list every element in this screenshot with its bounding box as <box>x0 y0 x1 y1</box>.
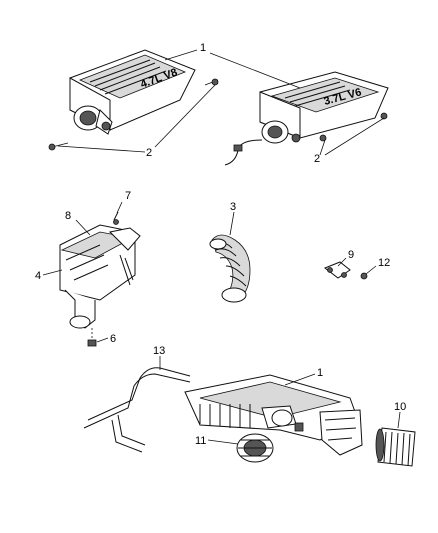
sensor-wire <box>224 139 263 166</box>
leader-3 <box>229 211 235 236</box>
hose-3 <box>209 234 251 303</box>
air-cleaner-housing-upper-left: 4.7L V8 <box>69 49 196 135</box>
callout-1-top: 1 <box>200 42 206 54</box>
bellows-10 <box>375 427 416 467</box>
air-cleaner-housing-lower <box>184 374 363 456</box>
callout-10: 10 <box>394 401 406 413</box>
air-cleaner-housing-upper-right: 3.7L V6 <box>259 71 389 144</box>
callout-2-right: 2 <box>314 153 320 165</box>
leader-10 <box>397 411 401 429</box>
leader-11 <box>207 439 239 445</box>
air-box-assembly <box>59 224 141 329</box>
callout-13: 13 <box>153 345 165 357</box>
bolt-upper-right-b <box>380 112 388 120</box>
leader-6 <box>96 337 109 343</box>
leader-8 <box>75 219 91 236</box>
callout-8: 8 <box>65 210 71 222</box>
callout-3: 3 <box>230 201 236 213</box>
callout-1-bottom: 1 <box>317 367 323 379</box>
leader-1-top-b <box>209 52 301 89</box>
leader-9 <box>337 257 347 267</box>
nut-6 <box>87 328 97 347</box>
bolt-upper-right-a <box>319 134 327 142</box>
coupler-11 <box>236 433 274 463</box>
callout-4: 4 <box>35 270 41 282</box>
leader-7 <box>116 201 123 214</box>
grommet-12 <box>360 272 368 280</box>
leader-12 <box>365 265 377 275</box>
callout-12: 12 <box>378 257 390 269</box>
bracket-9 <box>323 261 351 279</box>
leader-1-bottom <box>284 373 316 386</box>
leader-2-right-b <box>324 117 385 156</box>
bolt-upper-left-b <box>48 142 69 151</box>
leader-2-right-a <box>319 139 326 156</box>
leader-2-left-b <box>154 84 216 148</box>
callout-2-left: 2 <box>146 147 152 159</box>
callout-7: 7 <box>125 190 131 202</box>
leader-1-top-a <box>164 49 198 61</box>
clip-7 <box>113 211 119 225</box>
leader-2-left-a <box>57 145 146 153</box>
callout-9: 9 <box>348 249 354 261</box>
leader-4 <box>42 269 63 276</box>
callout-11: 11 <box>195 435 206 447</box>
tube-13 <box>83 367 191 453</box>
callout-6: 6 <box>110 333 116 345</box>
bolt-upper-left-a <box>204 78 219 86</box>
